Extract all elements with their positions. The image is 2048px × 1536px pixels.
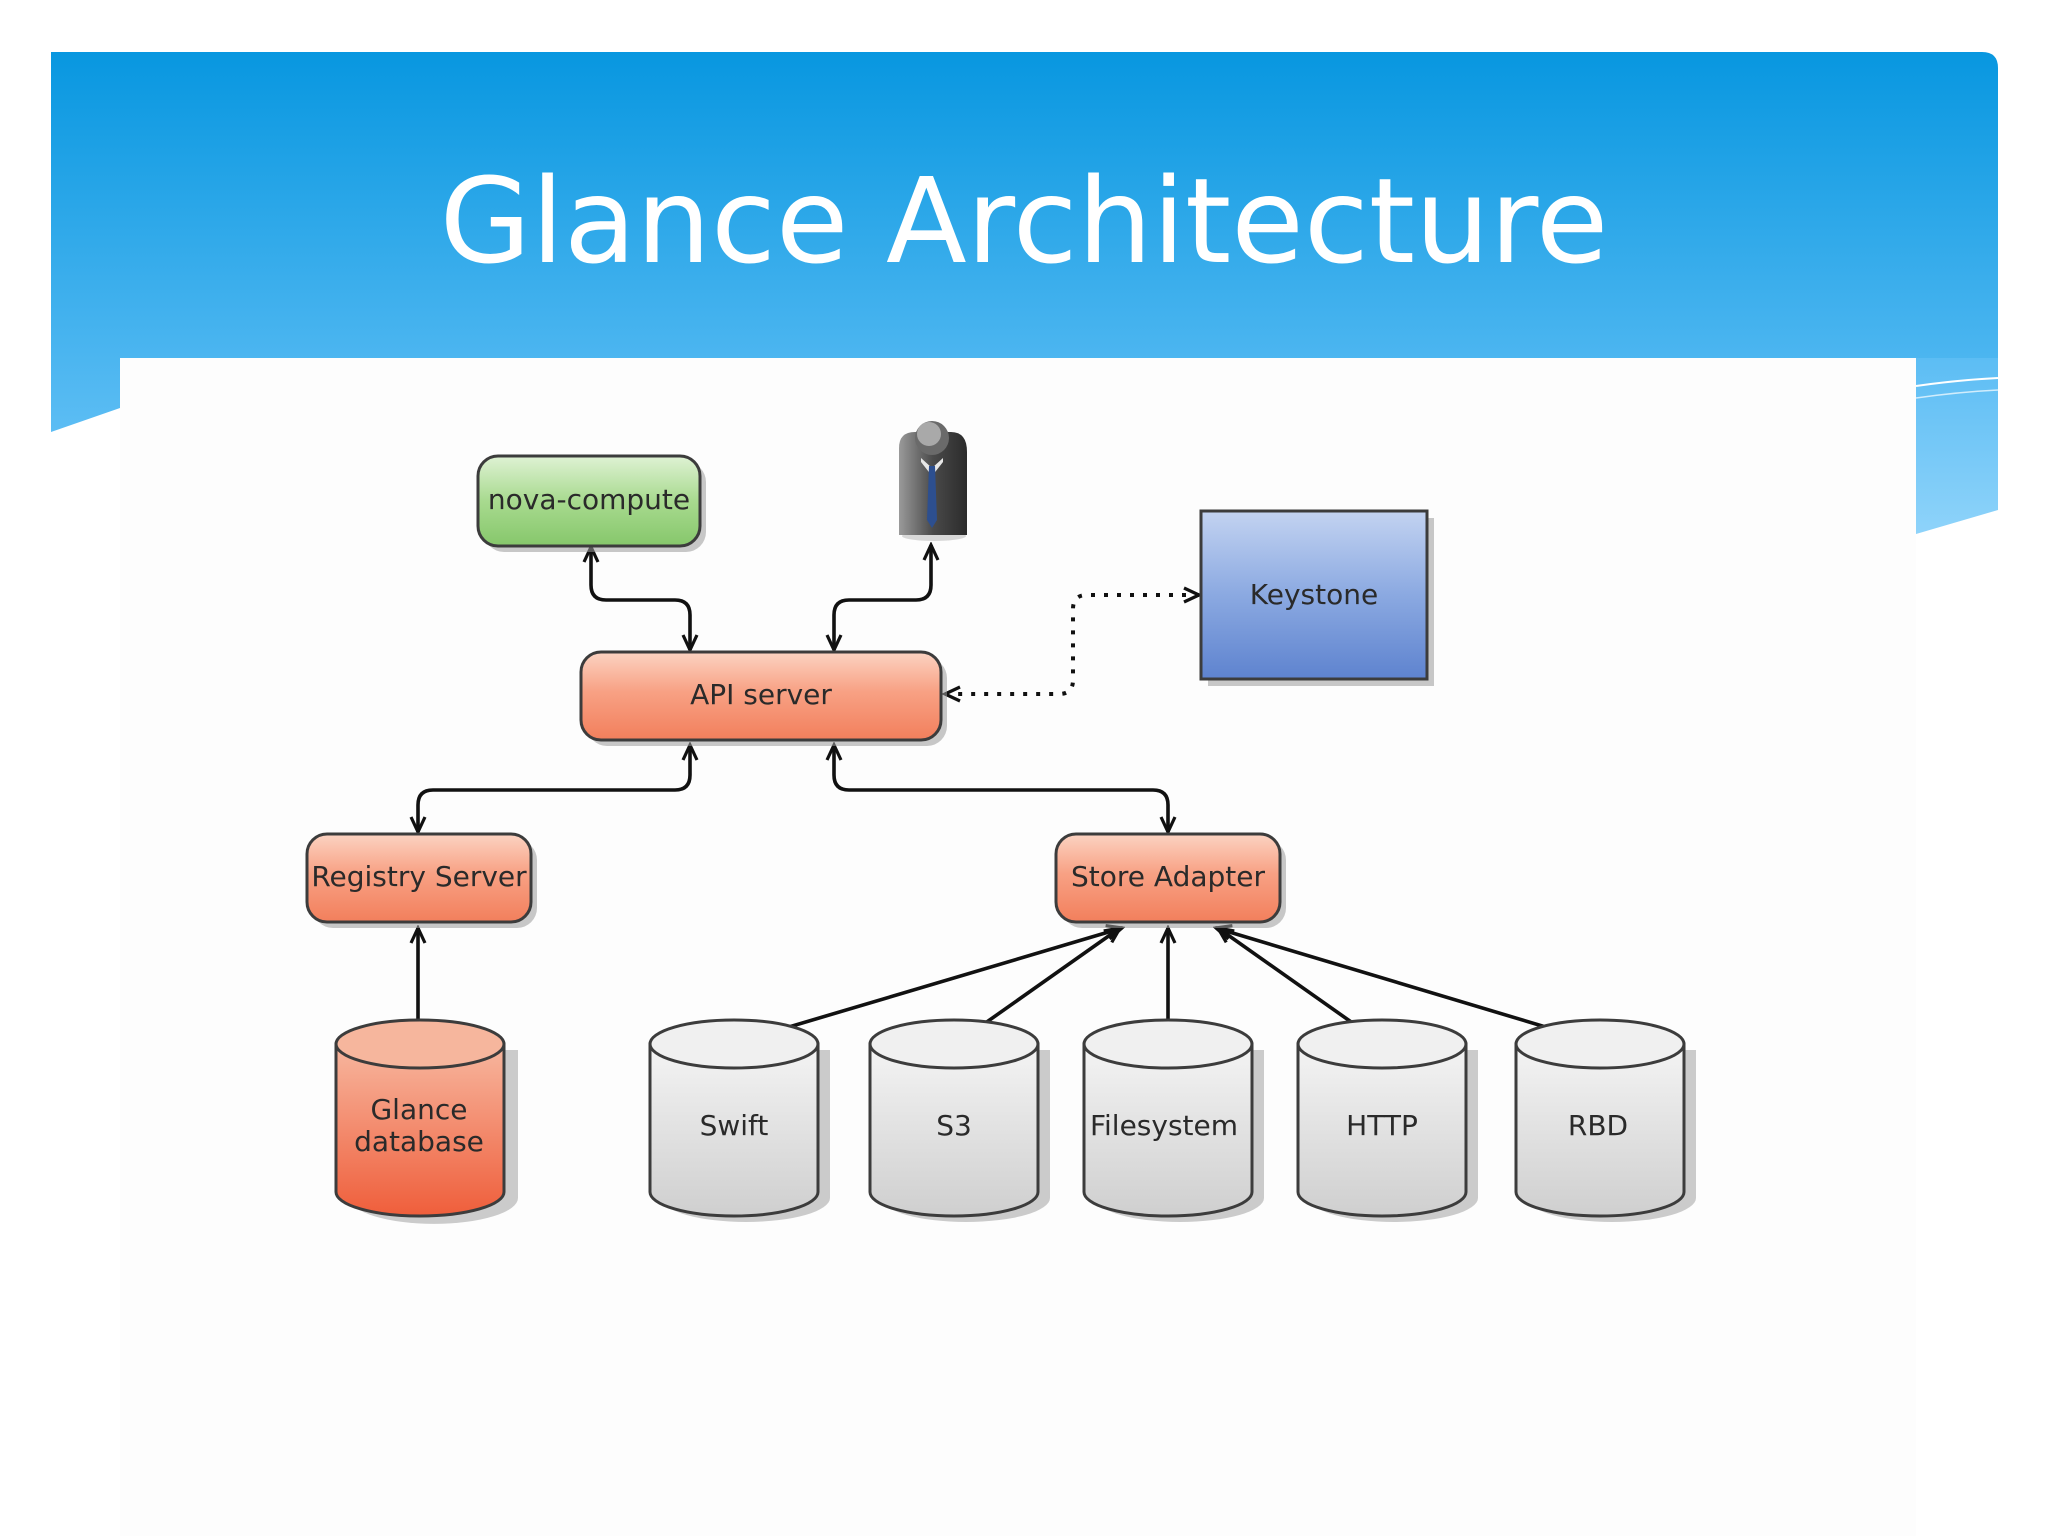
node-s3: S3 [868, 1018, 1050, 1222]
keystone-label: Keystone [1250, 578, 1378, 611]
api-server-label: API server [690, 678, 832, 711]
slide-title: Glance Architecture [440, 152, 1609, 290]
node-store-adapter: Store Adapter [1054, 832, 1286, 928]
edge-user-api [834, 545, 931, 650]
node-http: HTTP [1296, 1018, 1478, 1222]
edge-api-store [834, 745, 1168, 832]
header-band [51, 52, 1999, 534]
http-label: HTTP [1346, 1109, 1418, 1142]
glance-database-label-line2: database [354, 1125, 484, 1158]
edge-keystone-api [945, 595, 1199, 694]
node-swift: Swift [648, 1018, 830, 1222]
node-rbd: RBD [1514, 1018, 1696, 1222]
edge-store-rbd [1216, 928, 1599, 1043]
node-registry-server: Registry Server [305, 832, 537, 928]
node-glance-database: Glance database [334, 1018, 518, 1224]
filesystem-label: Filesystem [1090, 1109, 1238, 1142]
node-filesystem: Filesystem [1082, 1018, 1264, 1222]
store-adapter-label: Store Adapter [1071, 860, 1265, 893]
registry-server-label: Registry Server [311, 860, 527, 893]
swift-label: Swift [700, 1109, 769, 1142]
nova-compute-label: nova-compute [488, 483, 690, 516]
diagram-panel [120, 358, 1916, 1536]
edge-api-registry [418, 745, 690, 832]
glance-database-label-line1: Glance [370, 1093, 467, 1126]
node-keystone: Keystone [1199, 509, 1434, 686]
node-api-server: API server [579, 650, 947, 746]
s3-label: S3 [936, 1109, 972, 1142]
edge-nova-api [591, 547, 690, 650]
user-icon [899, 421, 967, 541]
rbd-label: RBD [1568, 1109, 1628, 1142]
node-nova-compute: nova-compute [476, 454, 706, 552]
